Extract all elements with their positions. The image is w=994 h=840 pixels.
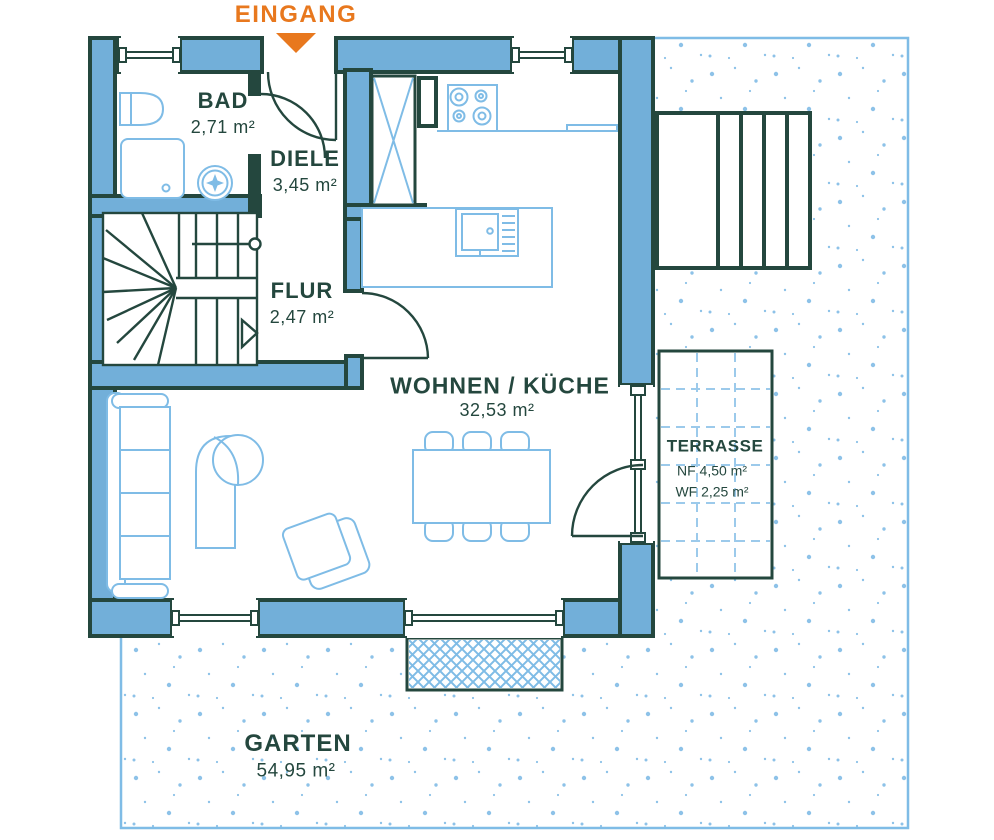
exterior-stairs xyxy=(655,111,812,270)
sideboard-plant xyxy=(195,434,264,549)
room-area-bad: 2,71 m² xyxy=(190,117,256,138)
counter-appliance xyxy=(566,124,618,132)
stove xyxy=(447,84,498,132)
terrace-glass-door xyxy=(620,385,653,543)
room-name-diele: DIELE xyxy=(270,145,340,171)
duct-pillar xyxy=(417,76,438,128)
living-room-door xyxy=(361,291,430,360)
terrasse-area-nf: NF 4,50 m² xyxy=(676,462,748,479)
kitchen-island xyxy=(361,207,553,288)
bathroom-window xyxy=(118,38,181,72)
bathroom-door xyxy=(260,92,327,159)
dining-set xyxy=(412,431,551,542)
room-label-wohnen: WOHNEN / KÜCHE xyxy=(390,372,610,399)
room-name-bad: BAD xyxy=(197,87,249,113)
room-area-flur: 2,47 m² xyxy=(269,307,335,328)
room-name-flur: FLUR xyxy=(270,277,334,303)
room-label-diele: DIELE xyxy=(270,145,340,171)
room-label-garten: GARTEN xyxy=(244,729,352,757)
bathroom-fixtures xyxy=(119,92,233,201)
room-label-flur: FLUR xyxy=(270,277,334,303)
terrace-door xyxy=(570,463,644,538)
entrance-arrow-icon xyxy=(276,33,316,53)
living-window-left xyxy=(171,600,259,636)
sofa xyxy=(106,392,171,599)
armchair xyxy=(281,512,371,590)
room-area-garten: 54,95 m² xyxy=(256,760,336,782)
entrance-label: EINGANG xyxy=(234,0,358,28)
room-label-bad: BAD xyxy=(197,87,249,113)
kitchen-fixtures xyxy=(361,84,618,288)
bath-doorjamb-top xyxy=(248,72,261,96)
garden-border xyxy=(119,36,910,830)
terrasse-area-wf: WF 2,25 m² xyxy=(675,483,749,500)
terrace xyxy=(657,349,774,580)
sink xyxy=(197,165,233,201)
living-furniture xyxy=(106,392,551,599)
room-area-wohnen: 32,53 m² xyxy=(459,400,535,421)
room-area-diele: 3,45 m² xyxy=(272,175,338,196)
room-name-garten: GARTEN xyxy=(244,729,352,757)
room-name-wohnen: WOHNEN / KÜCHE xyxy=(390,372,610,399)
handrail-post xyxy=(248,237,262,251)
bath-doorjamb-bottom xyxy=(248,154,261,216)
room-name-terrasse: TERRASSE xyxy=(666,436,764,456)
terrace-tile-grid xyxy=(661,353,770,576)
stair-direction-arrow-icon xyxy=(240,317,259,350)
toilet xyxy=(119,92,165,126)
kitchen-window xyxy=(511,38,573,72)
doors xyxy=(260,71,644,538)
interior-walls xyxy=(88,68,438,390)
wardrobe xyxy=(370,74,417,207)
shower xyxy=(120,138,185,199)
living-window-center xyxy=(404,600,564,636)
dining-table xyxy=(412,449,551,524)
light-well-grate xyxy=(405,636,564,692)
staircase xyxy=(101,211,262,367)
